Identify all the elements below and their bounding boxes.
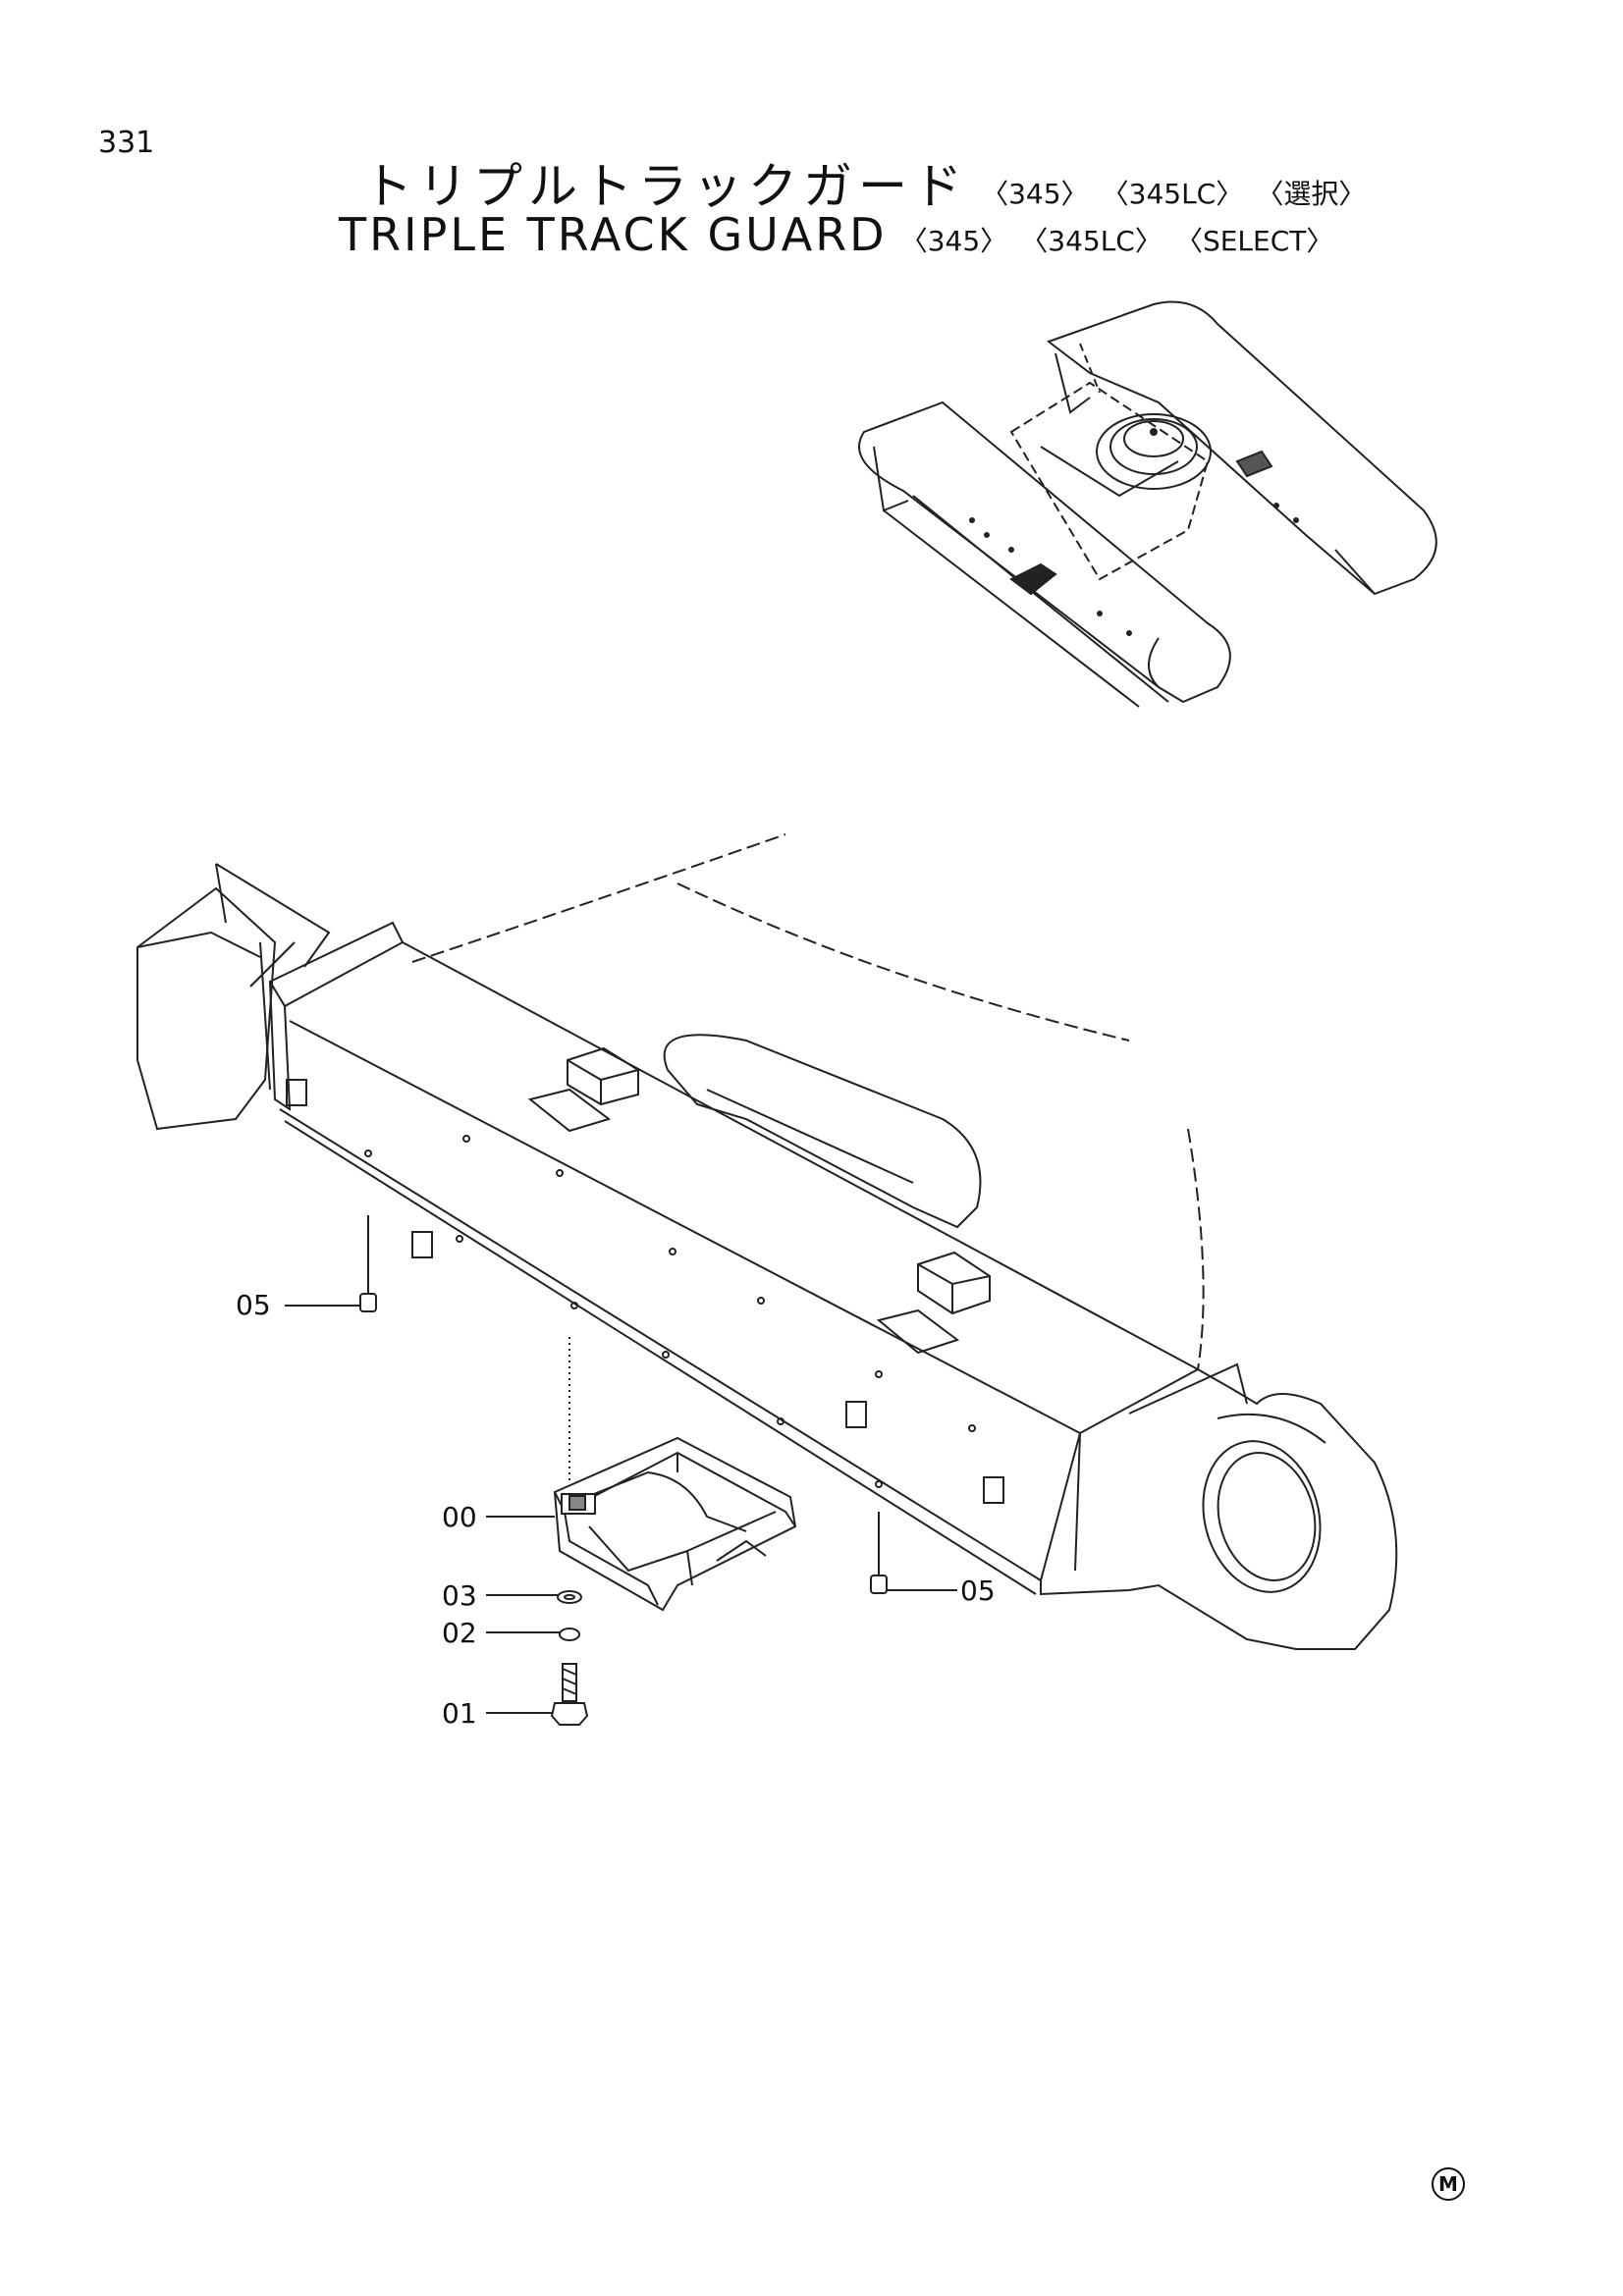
track-guard-assembly	[553, 1436, 797, 1612]
track-frame-main	[136, 833, 1398, 1650]
title-en-text: TRIPLE TRACK GUARD	[339, 208, 888, 261]
callout-01: 01	[442, 1697, 477, 1730]
hardware-parts	[285, 1215, 957, 1726]
callout-05-upper: 05	[236, 1289, 271, 1321]
callout-02: 02	[442, 1617, 477, 1649]
variant-en-2: 〈345LC〉	[1020, 225, 1163, 257]
title-english: TRIPLE TRACK GUARD 〈345〉 〈345LC〉 〈SELECT…	[339, 208, 1333, 261]
callout-03: 03	[442, 1579, 477, 1612]
callout-05-lower: 05	[960, 1575, 996, 1607]
title-japanese: トリプルトラックガード 〈345〉 〈345LC〉 〈選択〉	[363, 147, 1366, 218]
variant-jp-3: 〈選択〉	[1256, 178, 1367, 210]
variant-jp-1: 〈345〉	[981, 178, 1089, 210]
page-number: 331	[98, 126, 155, 160]
variant-en-3: 〈SELECT〉	[1174, 225, 1334, 257]
undercarriage-overview	[858, 300, 1437, 708]
variant-en-1: 〈345〉	[899, 225, 1008, 257]
corner-m-mark: M	[1432, 2167, 1465, 2201]
callout-00: 00	[442, 1501, 477, 1533]
variant-jp-2: 〈345LC〉	[1101, 178, 1244, 210]
title-jp-text: トリプルトラックガード	[363, 158, 968, 215]
